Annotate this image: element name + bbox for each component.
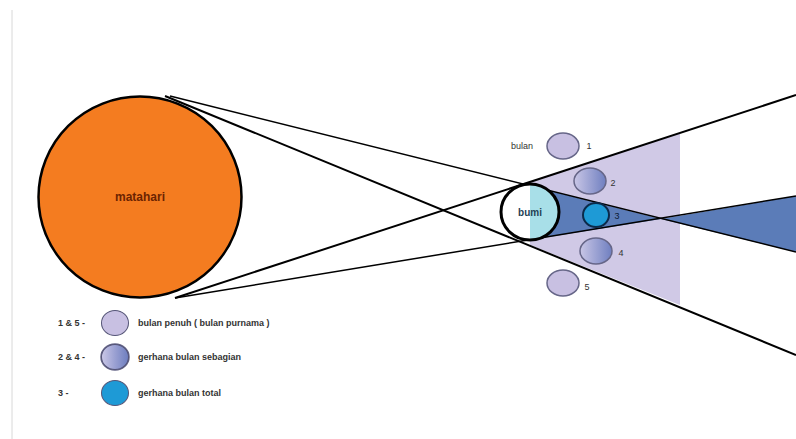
moon-label: bulan <box>511 141 533 151</box>
callout-number: 2 <box>610 178 615 188</box>
sun-circle: matahari <box>36 94 244 300</box>
legend-key: 2 & 4 - <box>58 352 85 362</box>
legend-text: gerhana bulan total <box>138 388 221 398</box>
legend-key: 1 & 5 - <box>58 318 85 328</box>
body-label: bumi <box>518 207 542 218</box>
callout-number: 3 <box>614 211 619 221</box>
callout-number: 5 <box>584 282 589 292</box>
legend-key: 3 - <box>58 388 69 398</box>
legend-text: bulan penuh ( bulan purnama ) <box>138 318 270 328</box>
legend-text: gerhana bulan sebagian <box>138 352 241 362</box>
legend-swatch <box>101 380 129 406</box>
legend-swatch <box>101 344 129 370</box>
legend-swatch <box>101 310 129 336</box>
callout-number: 4 <box>618 248 623 258</box>
earth-circle: bumi <box>498 181 562 243</box>
callout-number: 1 <box>586 141 591 151</box>
body-label: matahari <box>115 190 165 204</box>
